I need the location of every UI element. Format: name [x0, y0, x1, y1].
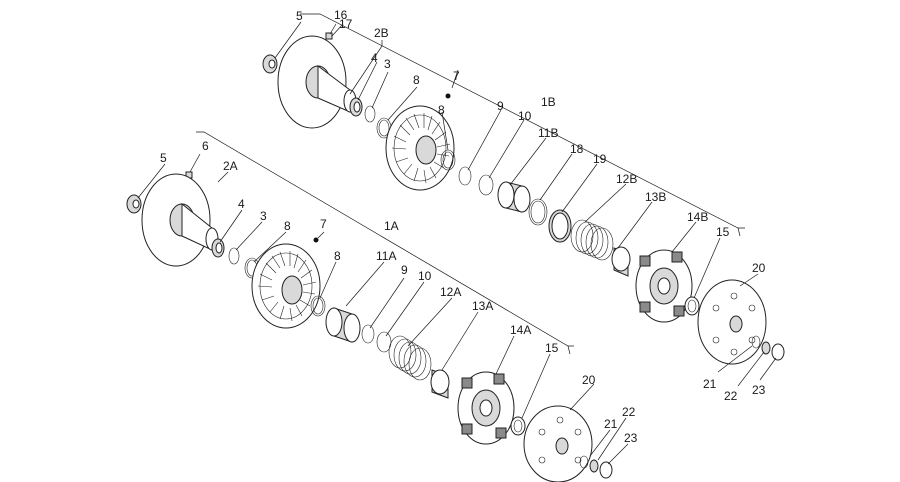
- bushing-11B[interactable]: [497, 181, 531, 213]
- clutch-14A[interactable]: [457, 371, 515, 445]
- label-3-lower: 3: [260, 209, 267, 223]
- label-9-upper: 9: [497, 99, 504, 113]
- label-22-lower: 22: [622, 405, 636, 419]
- label-12A: 12A: [440, 285, 461, 299]
- label-21-lower: 21: [604, 417, 618, 431]
- label-23-lower: 23: [624, 431, 638, 445]
- label-6: 6: [202, 139, 209, 153]
- bullet-marker-7-upper: [445, 93, 451, 99]
- ring-18[interactable]: [528, 198, 548, 226]
- bearing-5-lower[interactable]: [126, 194, 142, 214]
- collar-13A[interactable]: [430, 369, 450, 399]
- label-2B: 2B: [374, 26, 389, 40]
- label-19: 19: [593, 152, 607, 166]
- label-13A: 13A: [472, 299, 493, 313]
- label-11B: 11B: [538, 126, 558, 140]
- label-7-lower: 7: [320, 217, 327, 231]
- label-8b-lower: 8: [334, 249, 341, 263]
- label-1A: 1A: [384, 219, 399, 233]
- label-2A: 2A: [223, 159, 238, 173]
- bullet-marker-7-lower: [313, 237, 319, 243]
- circlip-3-upper[interactable]: [364, 105, 376, 123]
- label-7-upper: 7: [453, 69, 460, 83]
- label-3-upper: 3: [384, 57, 391, 71]
- washer-22-lower[interactable]: [589, 459, 599, 473]
- label-4-lower: 4: [238, 197, 245, 211]
- label-14B: 14B: [687, 210, 708, 224]
- clutch-bell-20-lower[interactable]: [523, 405, 593, 482]
- nut-23-upper[interactable]: [771, 343, 785, 361]
- lower-assembly: 5 6 2A 4 3 8 7 1A 8 11A 9 10 12A 13A 14A…: [126, 131, 638, 482]
- label-9-lower: 9: [401, 263, 408, 277]
- movable-pulley-7-upper[interactable]: [385, 105, 455, 191]
- bearing-5-upper[interactable]: [262, 54, 278, 74]
- label-17-upper: 17: [339, 17, 353, 31]
- bushing-11A[interactable]: [325, 307, 361, 343]
- label-16-upper: 16: [334, 8, 348, 22]
- label-15-lower: 15: [545, 341, 559, 355]
- label-13B: 13B: [645, 190, 666, 204]
- label-22-upper: 22: [724, 389, 738, 403]
- bearing-4-lower[interactable]: [211, 238, 225, 258]
- nut-15-lower[interactable]: [510, 416, 526, 436]
- label-23-upper: 23: [752, 383, 766, 397]
- spring-12B[interactable]: [570, 219, 614, 261]
- grease-nipple-16-upper[interactable]: [325, 32, 333, 40]
- fixed-pulley-2A[interactable]: [141, 173, 219, 267]
- bearing-4-upper[interactable]: [349, 97, 363, 117]
- ring-10-upper[interactable]: [478, 174, 494, 196]
- circlip-3-lower[interactable]: [228, 247, 240, 265]
- fixed-pulley-2B[interactable]: [277, 35, 357, 129]
- washer-21-lower[interactable]: [579, 455, 589, 469]
- label-10-lower: 10: [418, 269, 432, 283]
- ring-10-lower[interactable]: [376, 331, 392, 353]
- label-4-upper: 4: [371, 51, 378, 65]
- label-1B: 1B: [541, 95, 556, 109]
- label-11A: 11A: [376, 249, 396, 263]
- nut-23-lower[interactable]: [599, 461, 613, 479]
- label-8b-upper: 8: [438, 103, 445, 117]
- label-20-lower: 20: [582, 373, 596, 387]
- label-8a-upper: 8: [413, 73, 420, 87]
- washer-22-upper[interactable]: [761, 341, 771, 355]
- label-14A: 14A: [510, 323, 531, 337]
- clutch-bell-20-upper[interactable]: [697, 279, 767, 365]
- clutch-14B[interactable]: [635, 249, 693, 323]
- label-15-upper: 15: [716, 225, 730, 239]
- nut-15-upper[interactable]: [684, 296, 700, 316]
- seal-ring-8b-lower[interactable]: [310, 295, 326, 317]
- label-12B: 12B: [616, 172, 637, 186]
- label-5-upper: 5: [296, 9, 303, 23]
- upper-assembly: 5 16 17 2B 4 3 8 7 8 1B 9 10 11B 18 19 1…: [262, 8, 785, 403]
- ring-9-upper[interactable]: [458, 166, 472, 186]
- ring-19[interactable]: [548, 209, 572, 243]
- collar-13B[interactable]: [611, 246, 631, 277]
- label-8a-lower: 8: [284, 219, 291, 233]
- ring-9-lower[interactable]: [361, 324, 375, 344]
- washer-21-upper[interactable]: [751, 335, 761, 349]
- label-18: 18: [570, 142, 584, 156]
- label-20-upper: 20: [752, 261, 766, 275]
- label-10-upper: 10: [518, 109, 532, 123]
- spring-12A[interactable]: [388, 335, 432, 381]
- movable-pulley-7-lower[interactable]: [251, 243, 321, 329]
- label-21-upper: 21: [703, 377, 717, 391]
- label-5-lower: 5: [160, 151, 167, 165]
